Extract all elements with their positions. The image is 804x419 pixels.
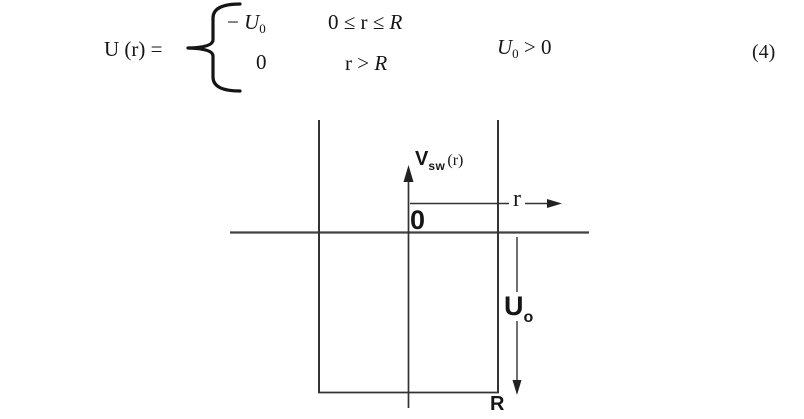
- case1-minus: −: [227, 10, 245, 34]
- origin-label: 0: [410, 205, 426, 235]
- constraint-subscript: 0: [512, 46, 519, 61]
- depth-arrowhead-icon: [512, 380, 522, 395]
- case2-condition-variable: R: [374, 51, 388, 75]
- depth-label: Uo: [501, 291, 537, 326]
- case1-condition: 0 ≤ r ≤ R: [328, 10, 403, 34]
- depth-label-variable: U: [504, 291, 524, 321]
- v-axis-label: Vsw(r): [415, 148, 464, 172]
- case1-variable: U: [244, 10, 260, 34]
- r-axis-arrowhead-icon: [547, 199, 562, 208]
- v-axis-arrowhead-icon: [403, 165, 414, 182]
- v-axis-label-subscript: sw: [428, 159, 446, 173]
- constraint: U0 > 0: [497, 35, 552, 61]
- equation-lhs: U (r) =: [104, 37, 163, 61]
- v-axis-label-variable: V: [415, 148, 429, 170]
- case2-condition-text: r >: [345, 51, 375, 75]
- v-axis-label-argument: (r): [447, 152, 464, 169]
- r-axis-label: r: [509, 186, 525, 213]
- case2-zero: 0: [256, 50, 267, 74]
- equation-number: (4): [752, 41, 776, 63]
- case2-value: 0: [256, 50, 267, 74]
- depth-label-subscript: o: [523, 309, 534, 326]
- cases-brace: [186, 2, 242, 93]
- case1-subscript: 0: [259, 21, 266, 36]
- equation-block: U (r) = − U0 0 ≤ r ≤ R 0 r > R U0 > 0 (4…: [0, 0, 804, 100]
- well-radius-label: R: [490, 393, 505, 415]
- brace-path: [186, 2, 242, 93]
- case1-value: − U0: [227, 10, 266, 36]
- constraint-variable: U: [497, 35, 513, 59]
- case1-condition-variable: R: [389, 10, 403, 34]
- constraint-relation: > 0: [518, 35, 552, 59]
- case2-condition: r > R: [345, 51, 388, 75]
- case1-condition-text: 0 ≤ r ≤: [328, 10, 390, 34]
